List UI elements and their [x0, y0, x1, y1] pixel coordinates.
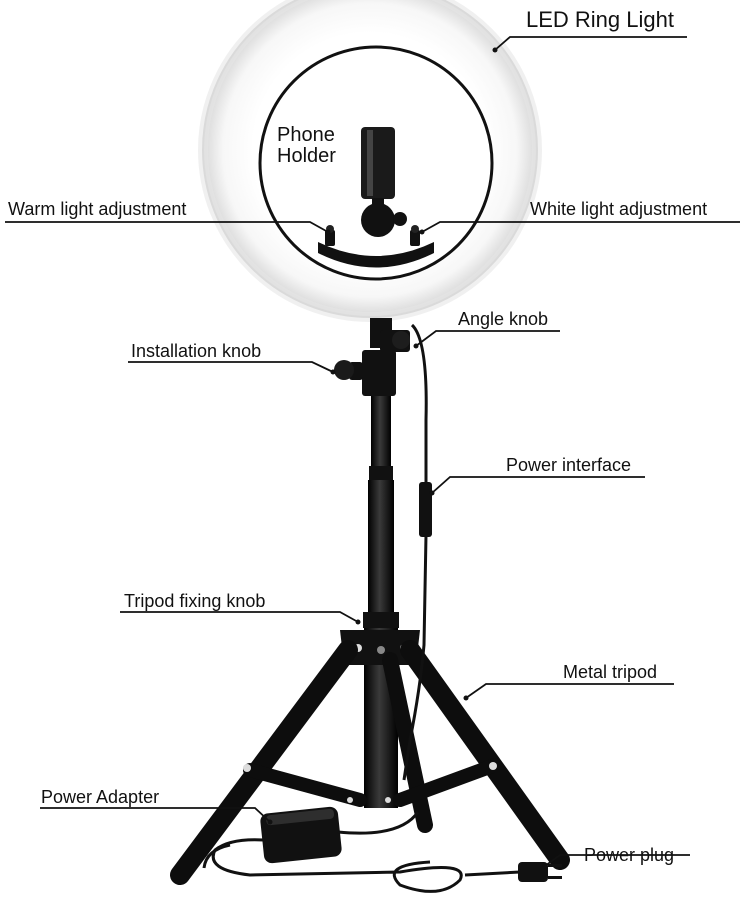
label-installation-knob: Installation knob: [131, 341, 262, 361]
label-power-interface: Power interface: [506, 455, 632, 475]
adapter-cords: [202, 811, 521, 893]
label-power-adapter: Power Adapter: [41, 787, 160, 807]
label-tripod-fixing-knob: Tripod fixing knob: [124, 591, 266, 611]
center-pole: [363, 396, 399, 808]
label-power-plug: Power plug: [584, 845, 675, 865]
phone-holder: [361, 127, 407, 237]
leader-lines: [5, 36, 740, 867]
label-metal-tripod: Metal tripod: [563, 662, 658, 682]
tripod-rivets: [243, 762, 497, 803]
control-panel: [318, 225, 434, 268]
label-white-light-adjustment: White light adjustment: [530, 199, 708, 219]
label-led-ring-light: LED Ring Light: [526, 7, 674, 32]
power-plug-shape: [518, 862, 562, 882]
leader-dots: [267, 47, 548, 869]
power-adapter: [260, 806, 342, 864]
power-cable: [402, 323, 428, 781]
label-phone-holder-line2: Holder: [277, 145, 336, 167]
label-warm-light-adjustment: Warm light adjustment: [8, 199, 187, 219]
power-interface-connector: [419, 482, 432, 537]
tripod-legs: [170, 640, 570, 885]
ring-mount: [334, 318, 410, 396]
label-angle-knob: Angle knob: [458, 309, 549, 329]
label-phone-holder-line1: Phone: [277, 124, 335, 146]
